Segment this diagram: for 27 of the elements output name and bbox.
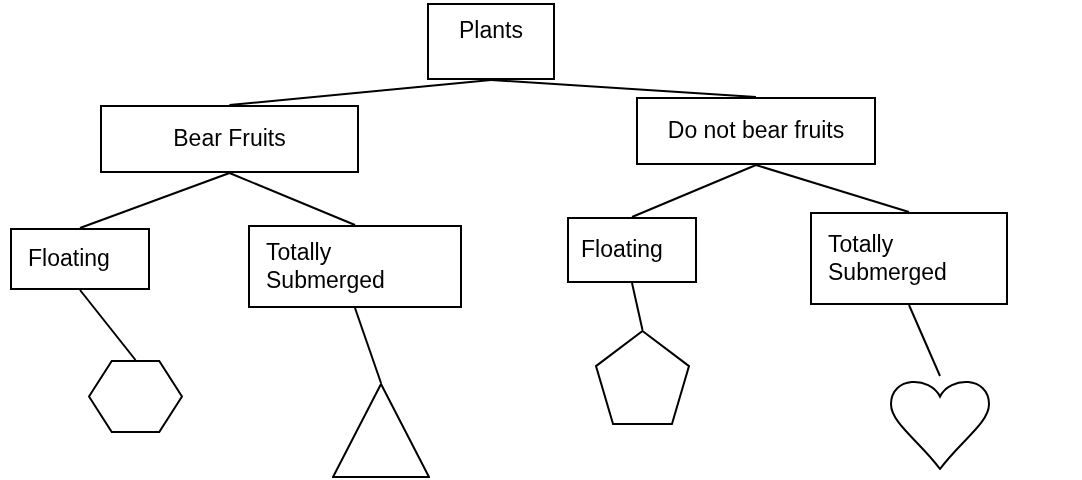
category-box (427, 3, 555, 80)
connector-line (79, 289, 137, 361)
category-box (10, 228, 150, 290)
box-label: Plants (459, 17, 523, 45)
category-box (567, 217, 697, 283)
box-label: Totally Submerged (266, 238, 386, 295)
box-label: Do not bear fruits (667, 117, 845, 145)
category-box (636, 97, 876, 165)
box-label: Totally Submerged (828, 230, 948, 287)
connector-line (354, 307, 382, 384)
box-label: Floating (581, 236, 663, 264)
category-box (100, 105, 359, 173)
connector-line (79, 172, 231, 229)
connector-line (631, 282, 644, 331)
category-box (248, 225, 462, 308)
hexagon-shape (88, 360, 183, 433)
box-label: Bear Fruits (173, 125, 286, 153)
connector-line (631, 164, 757, 218)
connector-line (755, 164, 910, 213)
connector-line (228, 79, 492, 106)
connector-line (490, 79, 757, 98)
box-label: Floating (28, 245, 110, 273)
connector-line (908, 304, 941, 377)
triangle-shape (332, 383, 430, 478)
connector-line (228, 172, 356, 226)
category-box (810, 212, 1008, 305)
pentagon-shape (595, 330, 690, 425)
